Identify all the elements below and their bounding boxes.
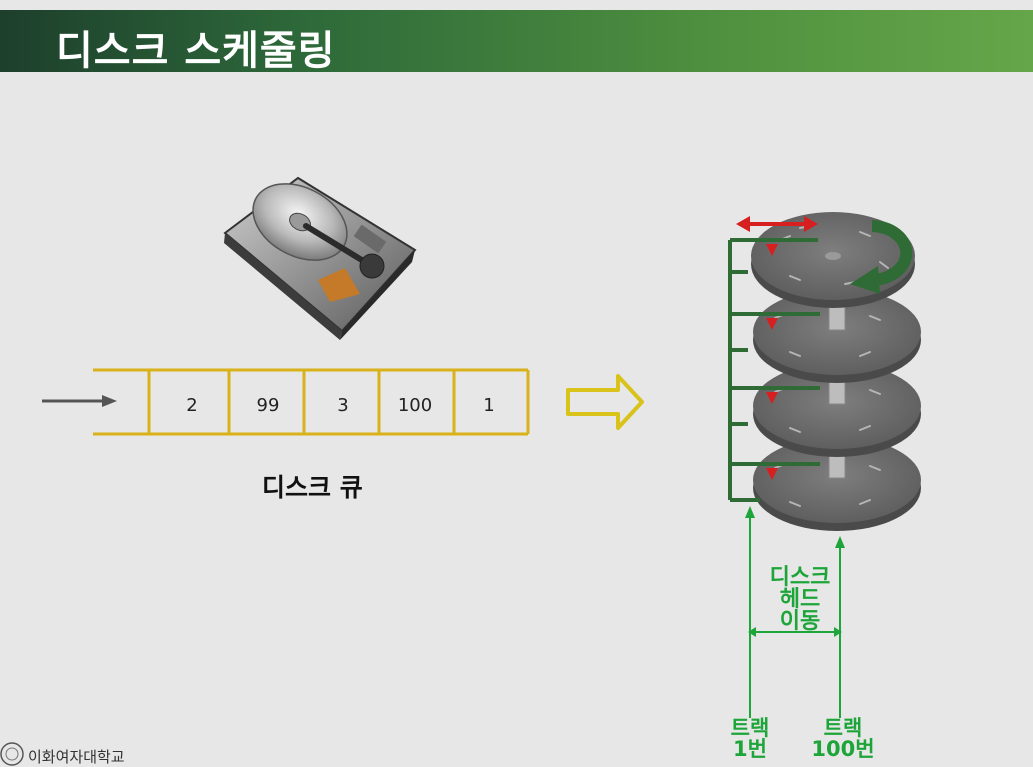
queue-cell-1: 2 — [186, 395, 197, 416]
slide-title: 디스크 스케줄링 — [56, 28, 336, 74]
track-100-label-line-2: 100번 — [811, 737, 875, 761]
disk-queue-label: 디스크 큐 — [262, 473, 363, 502]
hard-drive-image — [223, 176, 417, 340]
head-move-label: 디스크 헤드 이동 — [762, 567, 838, 633]
head-direction-arrow — [736, 216, 818, 232]
track-1-label-line-1: 트랙 — [730, 716, 770, 740]
footer-org-name: 이화여자대학교 — [28, 748, 125, 766]
queue-cell-5: 1 — [483, 395, 494, 416]
track-1-label-line-2: 1번 — [733, 737, 767, 761]
queue-input-arrow — [42, 395, 117, 407]
university-seal-icon — [0, 742, 24, 766]
queue-cell-3: 3 — [337, 395, 348, 416]
track-100-label-line-1: 트랙 — [823, 716, 863, 740]
disk-platter-stack — [751, 212, 921, 531]
read-write-heads — [766, 244, 778, 480]
queue-cell-4: 100 — [398, 395, 432, 416]
track-1-label: 트랙 1번 — [722, 718, 778, 760]
track-100-label: 트랙 100번 — [808, 718, 878, 760]
head-move-label-line-2: 헤드 — [779, 587, 821, 612]
title-bar: 디스크 스케줄링 — [0, 10, 1033, 74]
queue-cell-2: 99 — [257, 395, 280, 416]
head-arm-assembly — [728, 238, 820, 502]
head-move-label-line-1: 디스크 — [769, 565, 831, 590]
disk-queue: 2 99 3 100 1 — [93, 368, 530, 436]
track-indicators — [745, 506, 845, 718]
head-move-label-line-3: 이동 — [779, 609, 821, 634]
process-arrow — [566, 374, 644, 430]
